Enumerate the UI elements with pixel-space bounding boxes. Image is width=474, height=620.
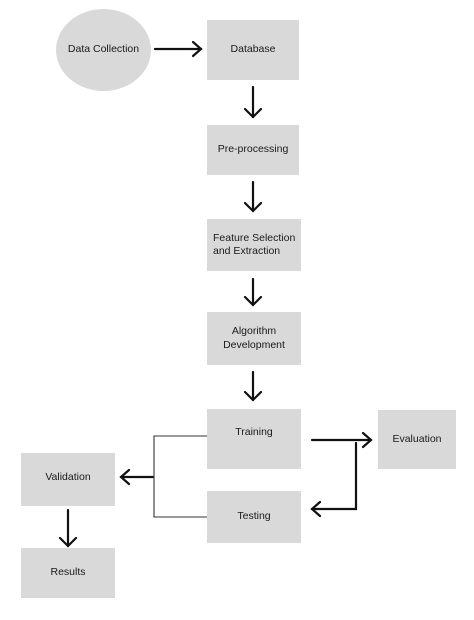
arrow-feature-selection-to-algorithm — [243, 277, 263, 307]
arrow-database-to-preprocessing — [243, 85, 263, 119]
node-validation: Validation — [21, 453, 115, 506]
node-training: Training — [207, 409, 301, 469]
node-results-label: Results — [50, 566, 86, 579]
node-results: Results — [21, 548, 115, 598]
node-evaluation: Evaluation — [378, 410, 456, 469]
node-data-collection-label: Data Collection — [67, 43, 140, 56]
node-evaluation-label: Evaluation — [392, 432, 442, 445]
node-database: Database — [207, 20, 299, 80]
node-preprocessing-label: Pre-processing — [217, 143, 289, 156]
node-feature-selection-label: Feature Selection and Extraction — [213, 231, 296, 257]
arrow-preprocessing-to-feature-selection — [243, 180, 263, 213]
arrow-bracket-to-validation — [119, 468, 155, 486]
arrow-algorithm-to-training — [243, 370, 263, 402]
node-preprocessing: Pre-processing — [207, 125, 299, 175]
node-algorithm-development-label: Algorithm Development — [223, 325, 285, 351]
arrow-datacollection-to-database — [153, 40, 203, 58]
arrow-validation-to-results — [58, 508, 78, 548]
node-testing-label: Testing — [237, 510, 271, 523]
node-validation-label: Validation — [45, 471, 91, 483]
node-algorithm-development: Algorithm Development — [207, 312, 301, 365]
node-testing: Testing — [207, 491, 301, 543]
arrow-evaluation-to-testing — [310, 441, 358, 518]
node-data-collection: Data Collection — [56, 9, 151, 91]
node-feature-selection: Feature Selection and Extraction — [207, 219, 301, 271]
bracket-training-testing — [153, 435, 207, 518]
node-database-label: Database — [230, 43, 276, 56]
node-training-label: Training — [235, 426, 273, 438]
arrow-training-to-evaluation — [310, 431, 373, 449]
